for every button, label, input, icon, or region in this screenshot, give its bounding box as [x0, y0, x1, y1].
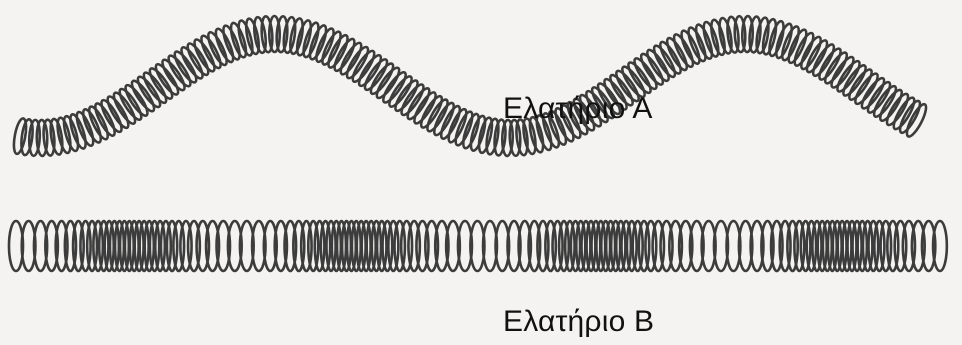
spring-a-coil	[834, 59, 863, 95]
spring-a-coil	[625, 60, 654, 96]
spring-a-coil	[897, 99, 924, 135]
spring-a-coil	[398, 82, 427, 118]
spring-a-coil	[431, 101, 457, 138]
spring-a-coil	[184, 41, 211, 77]
spring-a-coil	[904, 102, 930, 139]
spring-a-coil	[362, 57, 391, 93]
spring-b-longitudinal-wave	[9, 221, 947, 271]
spring-a-coil	[104, 94, 131, 130]
spring-a-coil	[828, 54, 857, 90]
spring-a-coil	[153, 62, 182, 98]
spring-a-coil	[134, 74, 163, 110]
spring-a-coil	[86, 104, 111, 141]
spring-a-coil	[344, 45, 372, 81]
spring-a-coil	[664, 36, 690, 73]
spring-a-coil	[319, 30, 344, 67]
spring-a-coil	[816, 46, 844, 82]
spring-a-coil	[638, 51, 666, 87]
spring-a-coil	[631, 56, 660, 92]
spring-a-coil	[198, 34, 224, 71]
spring-a-coil	[337, 40, 364, 76]
spring-a-coil	[129, 78, 158, 114]
spring-b-label: Ελατήριο Β	[503, 305, 654, 339]
spring-a-label: Ελατήριο Α	[503, 92, 653, 126]
spring-a-coil	[165, 53, 194, 89]
spring-a-coil	[657, 40, 684, 76]
spring-a-transverse-wave	[12, 16, 930, 156]
